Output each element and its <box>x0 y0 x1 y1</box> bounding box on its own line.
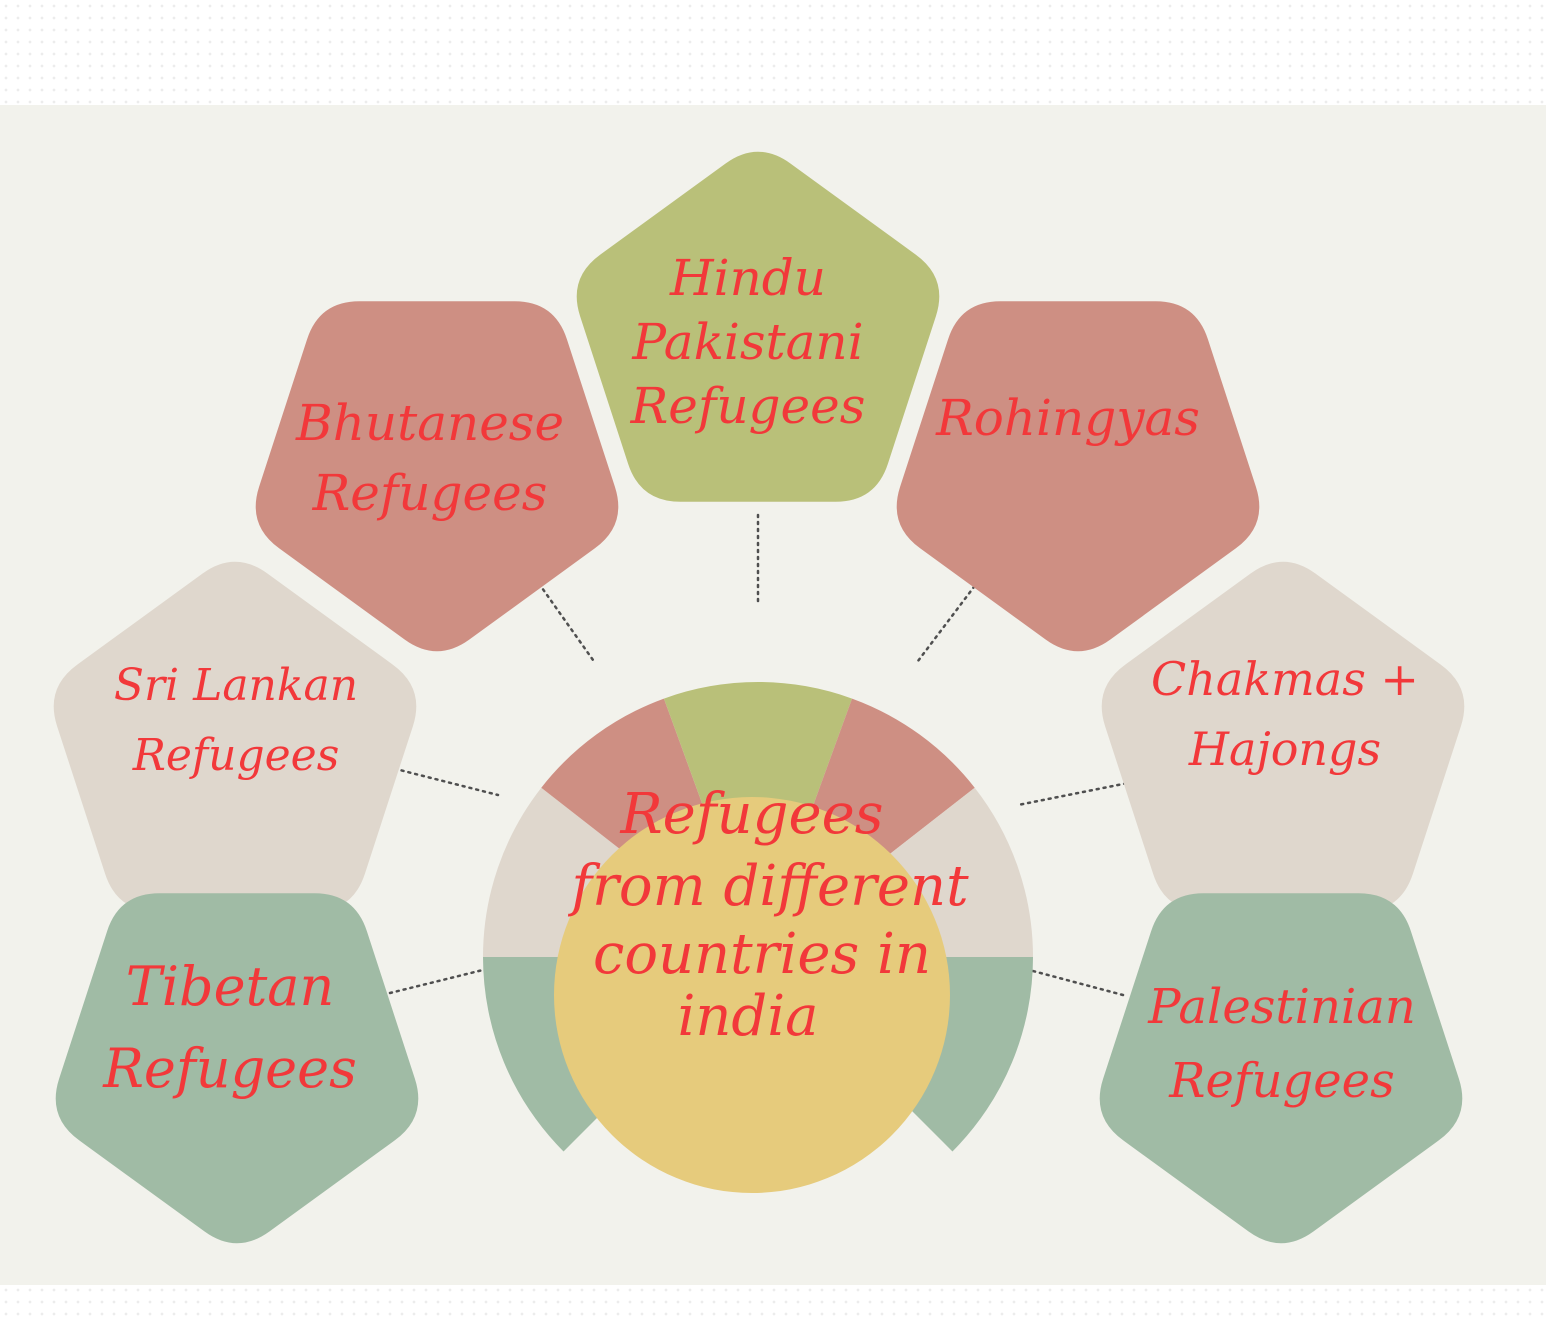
connector-rohingyas <box>916 573 985 663</box>
node-rohingyas: Rohingyas <box>896 301 1260 652</box>
node-chakmas-hajongs: Chakmas + Hajongs <box>1101 561 1465 912</box>
center-circle <box>554 797 950 1193</box>
pentagon-bhutanese <box>255 301 619 652</box>
connector-tibetan <box>388 965 497 995</box>
label-line: Refugees <box>1168 1053 1394 1109</box>
label-line: Hajongs <box>1188 722 1381 776</box>
label-line: Bhutanese <box>295 394 564 452</box>
pentagon-palestinian <box>1099 893 1463 1244</box>
label-line: Sri Lankan <box>114 660 358 711</box>
ring-segment-rohingyas <box>809 698 975 865</box>
label-rohingyas: Rohingyas <box>935 389 1200 447</box>
center-label-line: countries in <box>593 922 931 987</box>
center-label-line: from different <box>567 854 969 919</box>
pentagon-hindu-pakistani <box>576 151 940 502</box>
connectors <box>386 513 1135 997</box>
connector-bhutanese <box>533 576 595 662</box>
label-chakmas-hajongs: Chakmas + Hajongs <box>1151 652 1419 776</box>
ring-segment-hindu-pakistani <box>663 682 853 817</box>
label-line: Refugees <box>312 464 548 522</box>
label-line: Palestinian <box>1147 979 1416 1035</box>
label-line: Rohingyas <box>935 389 1200 447</box>
label-line: Hindu <box>669 249 826 307</box>
label-line: Chakmas + <box>1151 652 1419 706</box>
pentagon-chakmas-hajongs <box>1101 561 1465 912</box>
connector-palestinian <box>1016 965 1125 997</box>
connector-sri-lankan <box>386 765 500 797</box>
label-line: Refugees <box>630 377 866 435</box>
pentagon-tibetan <box>55 893 419 1244</box>
center-label-line: india <box>677 984 818 1049</box>
pentagon-rohingyas <box>896 301 1260 652</box>
label-line: Refugees <box>132 730 340 781</box>
label-line: Refugees <box>102 1037 357 1100</box>
label-line: Tibetan <box>126 955 335 1018</box>
center-label-line: Refugees <box>620 782 884 847</box>
connector-chakmas-hajongs <box>1016 780 1135 807</box>
label-line: Pakistani <box>631 313 863 371</box>
pentagon-sri-lankan <box>53 561 417 912</box>
